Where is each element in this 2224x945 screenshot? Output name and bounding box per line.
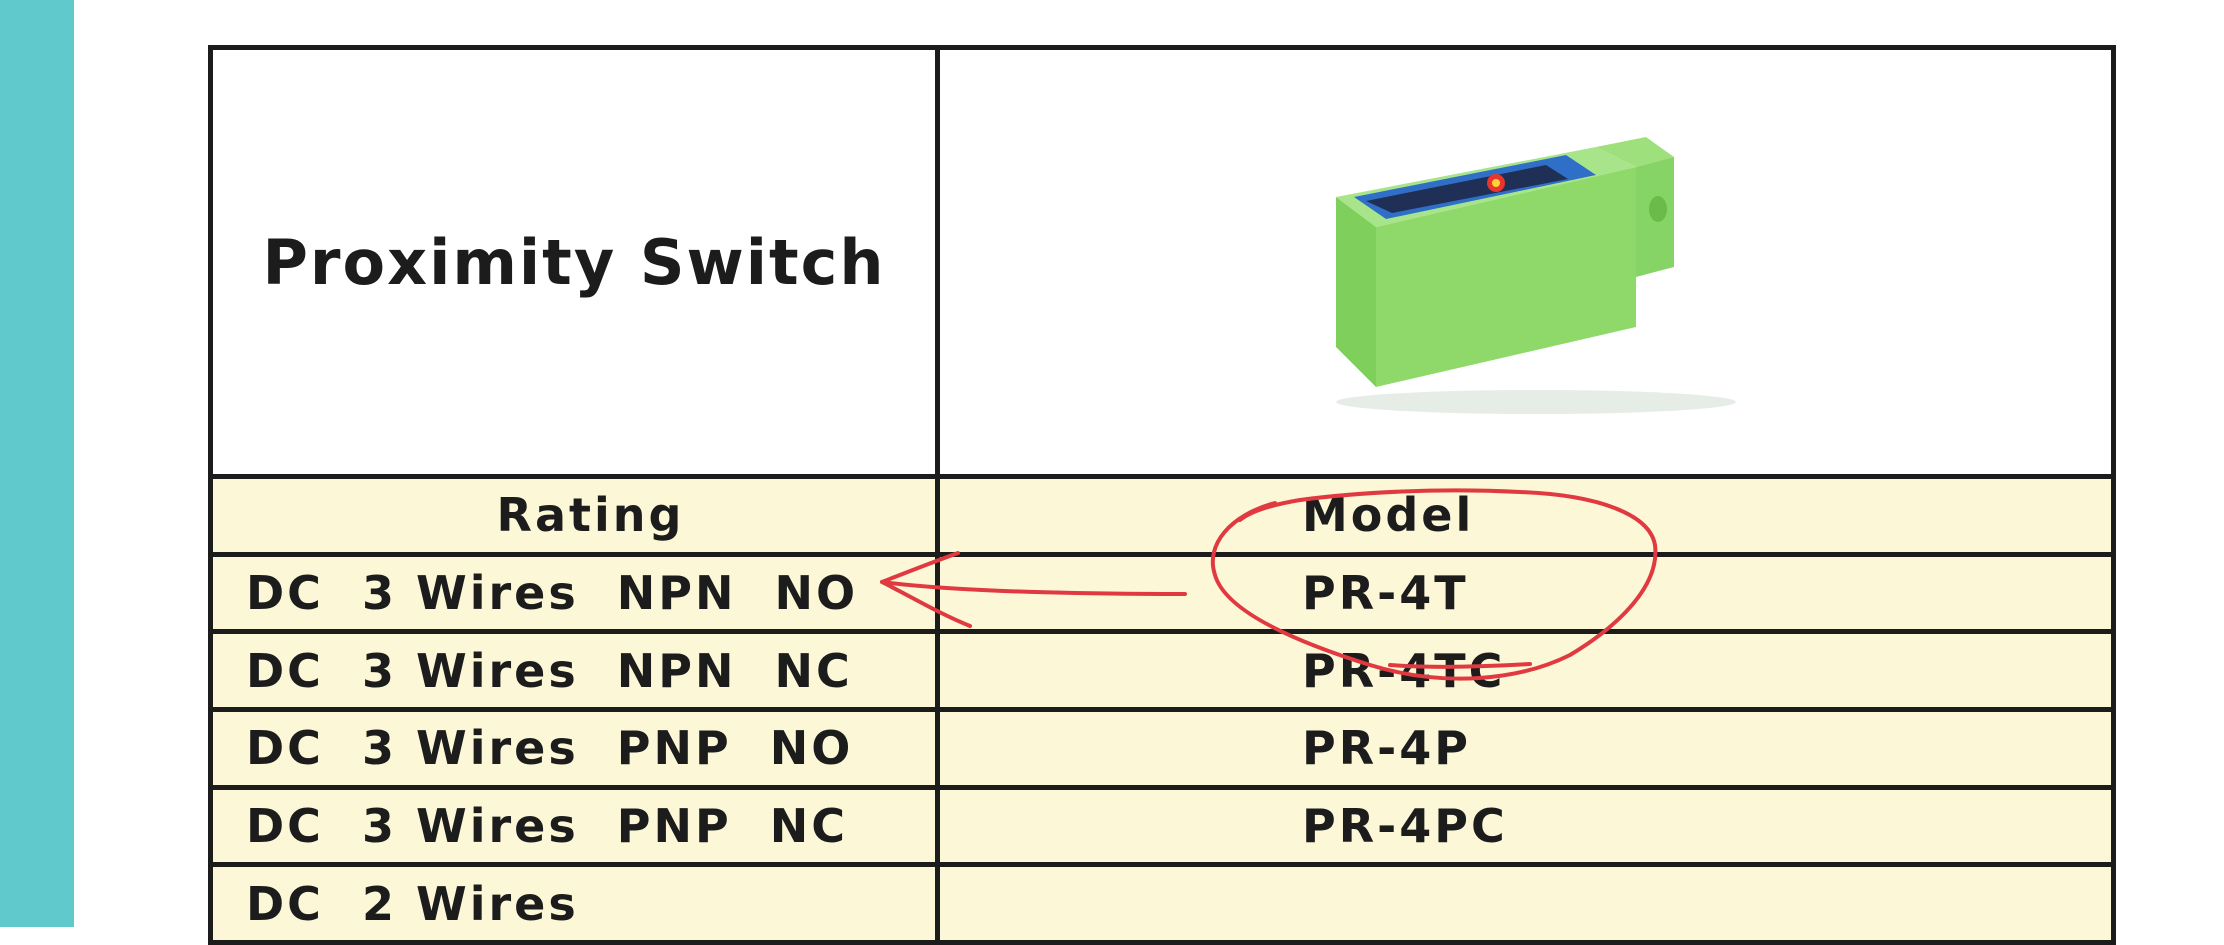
rating-header: Rating: [208, 474, 940, 557]
sensor-side-face: [1375, 167, 1636, 388]
spec-table: Proximity Switch Ratin: [208, 44, 2116, 945]
sensor-lug-top: [1595, 137, 1674, 168]
model-cell: PR-4TC: [935, 629, 2116, 713]
rating-cell: DC 3 Wires NPN NC: [208, 629, 940, 713]
table-row: DC 3 Wires NPN NO PR-4T: [208, 551, 2116, 635]
column-header-row: Rating Model: [208, 474, 2116, 557]
table-row: DC 2 Wires: [208, 862, 2116, 945]
indicator-led-center: [1491, 179, 1500, 188]
table-row: DC 3 Wires PNP NO PR-4P: [208, 707, 2116, 790]
model-cell: PR-4T: [935, 551, 2116, 635]
model-cell: [935, 862, 2116, 945]
sensor-label-dark: [1365, 165, 1568, 214]
rating-cell: DC 2 Wires: [208, 862, 940, 945]
table-row: DC 3 Wires PNP NC PR-4PC: [208, 784, 2116, 868]
model-header: Model: [935, 474, 2116, 557]
rating-cell: DC 3 Wires PNP NC: [208, 784, 940, 868]
sensor-mount-hole: [1648, 196, 1667, 223]
sensor-shadow: [1335, 390, 1736, 415]
product-title: Proximity Switch: [208, 44, 940, 480]
left-color-bar: [0, 0, 74, 927]
proximity-sensor-image: [1335, 137, 1736, 415]
model-cell: PR-4PC: [935, 784, 2116, 868]
product-image-cell: [935, 44, 2116, 480]
sensor-front-face: [1335, 197, 1376, 388]
table-row: DC 3 Wires NPN NC PR-4TC: [208, 629, 2116, 713]
header-row: Proximity Switch: [208, 44, 2116, 480]
model-cell: PR-4P: [935, 707, 2116, 790]
rating-cell: DC 3 Wires PNP NO: [208, 707, 940, 790]
rating-cell: DC 3 Wires NPN NO: [208, 551, 940, 635]
